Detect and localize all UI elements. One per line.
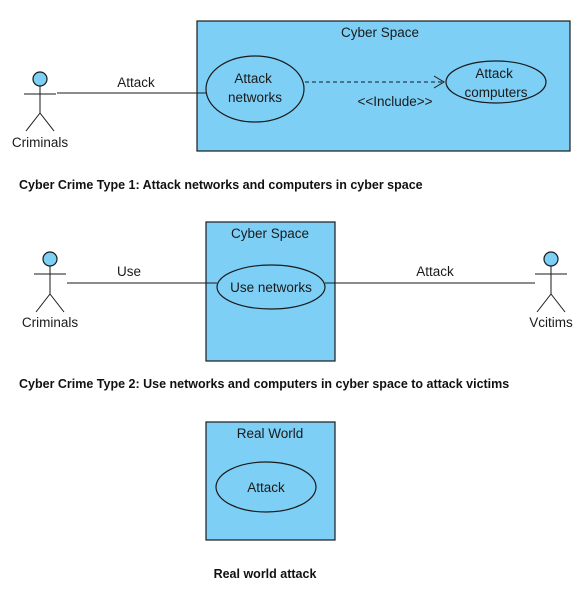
actor-head (42, 251, 58, 267)
usecase-attack-networks-line1: Attack (234, 71, 272, 86)
usecase-use-networks (216, 264, 326, 310)
association-label-attack-1: Attack (117, 75, 155, 90)
actor-head (32, 71, 48, 87)
system-label-cyber-space-2: Cyber Space (231, 226, 309, 241)
association-label-attack-2: Attack (416, 264, 454, 279)
actor-criminals-2 (34, 251, 66, 313)
actor-head (543, 251, 559, 267)
usecase-attack-networks-line2: networks (228, 90, 282, 105)
caption-real-world: Real world attack (214, 567, 317, 581)
actor-label-victims: Vcitims (529, 315, 573, 330)
actor-label-criminals-1: Criminals (12, 135, 69, 150)
actor-label-criminals-2: Criminals (22, 315, 79, 330)
association-label-use: Use (117, 264, 141, 279)
include-label: <<Include>> (357, 94, 432, 109)
include-arrowhead (433, 75, 445, 89)
system-boundary-cyber-space-1 (196, 20, 571, 152)
usecase-attack-computers-line2: computers (464, 85, 527, 100)
usecase-attack-computers-line1: Attack (475, 66, 513, 81)
actor-victims (535, 251, 567, 313)
usecase-use-networks-label: Use networks (230, 280, 312, 295)
system-label-real-world: Real World (237, 426, 304, 441)
caption-type-1: Cyber Crime Type 1: Attack networks and … (19, 178, 423, 192)
usecase-attack-networks-label: Attack networks (228, 71, 282, 105)
usecase-attack-networks (205, 55, 305, 123)
actor-criminals-1 (24, 71, 56, 132)
usecase-attack-computers-label: Attack computers (464, 66, 527, 100)
usecase-attack-real-world-label: Attack (247, 480, 285, 495)
system-boundary-cyber-space-2 (205, 221, 336, 362)
usecase-attack-real-world (215, 461, 317, 513)
caption-type-2: Cyber Crime Type 2: Use networks and com… (19, 377, 509, 391)
system-boundary-real-world (205, 421, 336, 541)
usecase-attack-computers (445, 60, 547, 104)
system-label-cyber-space-1: Cyber Space (341, 25, 419, 40)
